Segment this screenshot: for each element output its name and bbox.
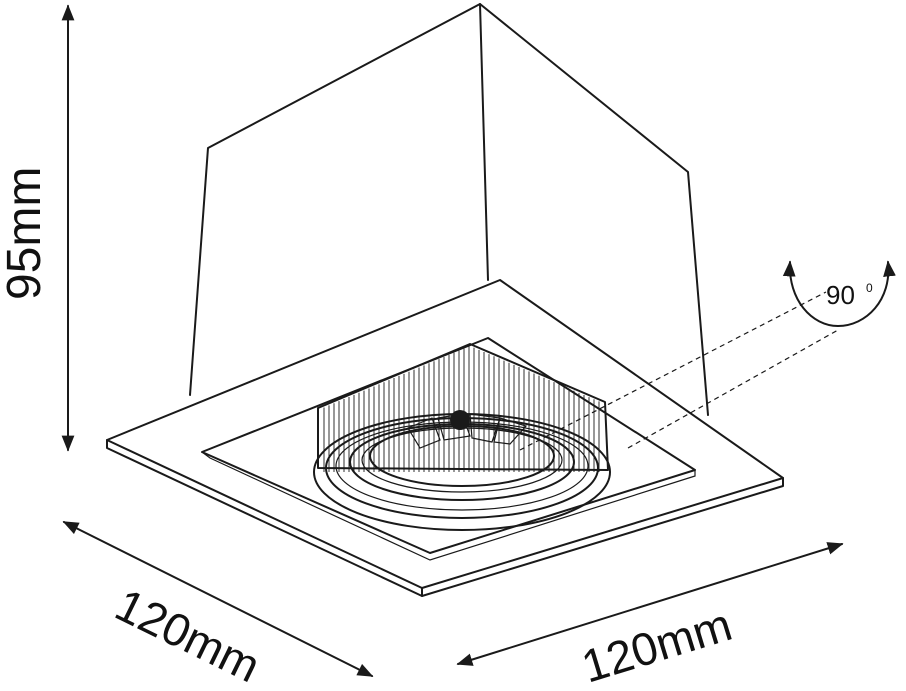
ribs [323, 346, 600, 472]
height-label: 95mm [0, 167, 51, 300]
width-right-label: 120mm [576, 598, 738, 691]
lamp-module [313, 343, 611, 531]
tilt-angle-label: 90 [826, 280, 855, 310]
tilt-axis-lines [519, 291, 839, 451]
housing-box [189, 3, 709, 416]
width-dimension-right: 120mm [456, 542, 844, 691]
height-dimension: 95mm [0, 4, 75, 452]
width-dimension-left: 120mm [62, 521, 374, 691]
tilt-arc: 90 0 [782, 260, 896, 327]
width-left-label: 120mm [108, 578, 269, 691]
tilt-angle-unit: 0 [866, 281, 873, 295]
lamp-center [450, 410, 470, 430]
